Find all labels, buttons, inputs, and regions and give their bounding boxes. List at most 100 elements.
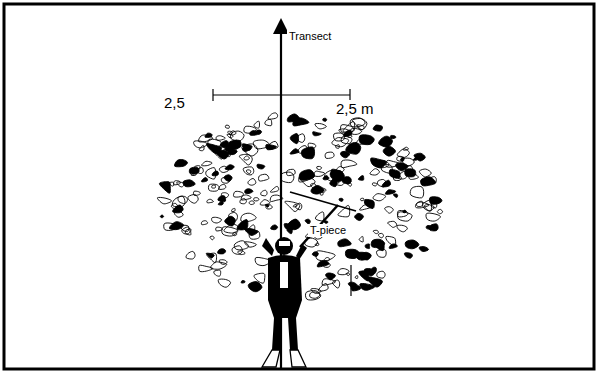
- coral-blob: [398, 171, 407, 179]
- coral-blob: [378, 233, 383, 237]
- coral-blob: [295, 203, 301, 210]
- coral-blob: [202, 161, 213, 166]
- coral-blob: [210, 236, 214, 240]
- coral-blob: [404, 253, 412, 258]
- coral-blob: [233, 232, 237, 235]
- coral-blob: [216, 136, 225, 141]
- coral-blob: [347, 183, 351, 186]
- coral-blob: [257, 164, 265, 169]
- coral-blob: [178, 196, 188, 203]
- coral-blob: [227, 149, 237, 154]
- coral-blob: [359, 135, 374, 145]
- coral-blob: [249, 231, 260, 239]
- transect-label: Transect: [287, 30, 333, 43]
- coral-blob: [212, 171, 218, 176]
- coral-blob: [341, 136, 352, 143]
- coral-blob: [355, 213, 364, 220]
- coral-blob: [382, 180, 391, 187]
- coral-blob: [218, 249, 226, 254]
- coral-blob: [281, 172, 294, 183]
- coral-blob: [248, 178, 256, 185]
- coral-blob: [244, 156, 250, 160]
- coral-blob: [437, 209, 442, 213]
- coral-blob: [238, 251, 245, 255]
- coral-blob: [249, 201, 254, 205]
- coral-blob: [357, 125, 364, 130]
- t-piece-label: T-piece: [308, 224, 348, 237]
- coral-blob: [389, 169, 400, 178]
- coral-blob: [360, 198, 364, 201]
- coral-blob: [207, 199, 214, 203]
- coral-blob: [244, 126, 257, 133]
- coral-blob: [359, 271, 369, 281]
- coral-blob: [188, 195, 198, 204]
- coral-blob: [397, 225, 408, 232]
- coral-blob: [201, 178, 207, 182]
- coral-blob: [346, 273, 349, 275]
- coral-blob: [249, 225, 255, 230]
- coral-blob: [224, 175, 232, 182]
- coral-blob: [405, 240, 419, 249]
- coral-blob: [254, 273, 265, 283]
- coral-blob: [312, 252, 318, 257]
- coral-blob: [315, 212, 324, 221]
- coral-blob: [419, 169, 431, 177]
- coral-blob: [426, 213, 440, 221]
- coral-blob: [290, 134, 298, 144]
- coral-blob: [339, 198, 343, 201]
- coral-blob: [414, 153, 425, 161]
- coral-blob: [218, 279, 230, 287]
- coral-blob: [338, 269, 349, 275]
- coral-blob: [265, 119, 272, 125]
- coral-blob: [419, 247, 428, 252]
- coral-blob: [371, 158, 387, 168]
- coral-blob: [359, 236, 363, 242]
- coral-blob: [429, 177, 436, 184]
- coral-blob: [241, 281, 245, 283]
- coral-blob: [310, 183, 316, 188]
- coral-blob: [268, 113, 278, 119]
- coral-blob: [183, 180, 195, 187]
- coral-blob: [210, 262, 226, 269]
- coral-blob: [285, 201, 300, 211]
- coral-blob: [181, 225, 189, 231]
- coral-blob: [177, 182, 185, 187]
- coral-blob: [297, 134, 305, 143]
- coral-blob: [341, 160, 357, 168]
- coral-blob: [388, 221, 397, 227]
- coral-blob: [230, 131, 244, 141]
- coral-blob: [346, 142, 361, 154]
- coral-blob: [351, 285, 361, 291]
- coral-blob: [377, 271, 385, 278]
- coral-blob: [364, 199, 374, 208]
- coral-blob: [207, 253, 217, 263]
- coral-blob: [173, 205, 184, 213]
- coral-blob: [160, 215, 163, 218]
- coral-blob: [216, 151, 222, 155]
- coral-blob: [334, 179, 344, 186]
- coral-blob: [385, 207, 394, 214]
- coral-blob: [373, 125, 382, 131]
- coral-blob: [315, 123, 326, 128]
- coral-blob: [325, 152, 334, 158]
- coral-blob: [410, 186, 423, 198]
- coral-blob: [241, 213, 256, 222]
- coral-blob: [242, 144, 258, 156]
- coral-blob: [372, 183, 377, 186]
- coral-blob: [212, 185, 216, 188]
- coral-blob: [245, 242, 257, 247]
- coral-blob: [261, 190, 267, 196]
- coral-blob: [389, 244, 397, 249]
- coral-blob: [393, 194, 397, 198]
- coral-blob: [335, 173, 341, 177]
- coral-blob: [324, 170, 334, 181]
- coral-blob: [371, 239, 385, 247]
- coral-blob: [365, 244, 369, 249]
- coral-blob: [317, 166, 322, 169]
- coral-blob: [397, 210, 408, 216]
- coral-blob: [218, 196, 226, 202]
- coral-blob: [360, 284, 375, 291]
- coral-blob: [201, 221, 207, 225]
- coral-blob: [174, 159, 187, 166]
- coral-blob: [358, 176, 363, 181]
